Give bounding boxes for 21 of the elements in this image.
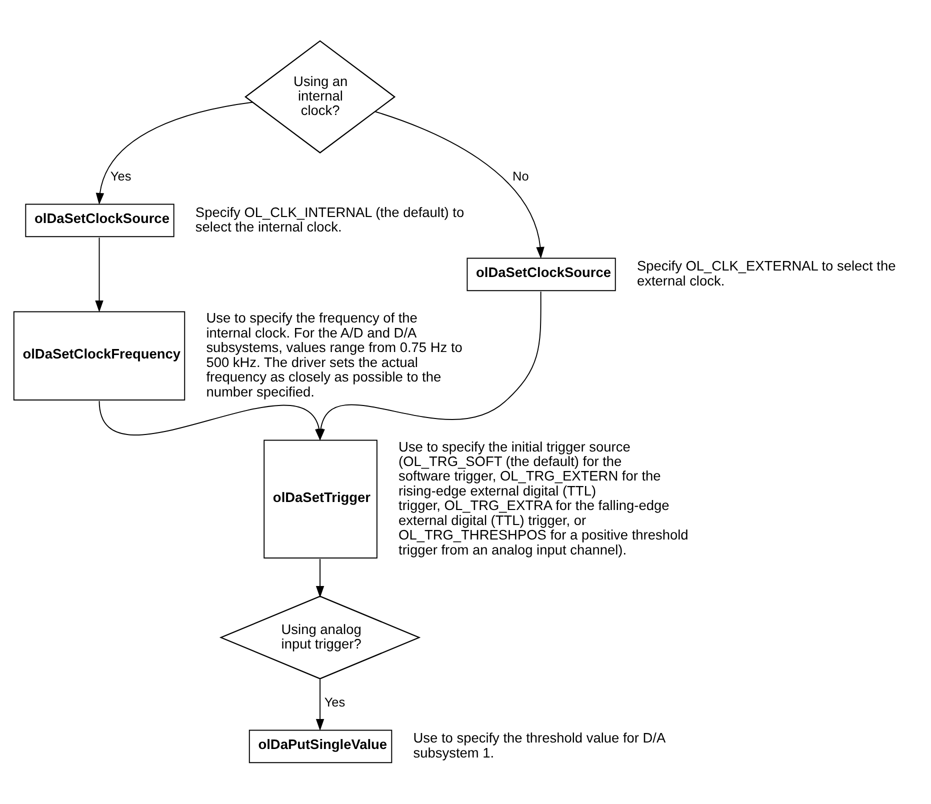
node-label: Specify OL_CLK_EXTERNAL to select the external clock.	[636, 258, 896, 288]
arrow	[96, 101, 254, 204]
node-label: Specify OL_CLK_INTERNAL (the default) to select the internal clock.	[195, 204, 464, 234]
node-box: olDaSetClockSource	[466, 257, 616, 291]
arrow	[374, 110, 544, 258]
edge-label: Yes	[110, 168, 132, 184]
node-box: olDaSetClockFrequency	[13, 310, 186, 400]
node-label: Use to specify the frequency of the internal clock. For the A/D and D/A subsystems, values range from 0.75 Hz to 500 kHz. The driver sets the actual frequency as closely as possible to the number specified.	[206, 310, 462, 399]
arrow	[316, 558, 324, 598]
node-label: Use to specify the threshold value for D/A subsystem 1.	[413, 730, 666, 760]
edge-label: Yes	[324, 694, 346, 710]
node-diamond: Using an internal clock?	[244, 40, 396, 154]
node-box: olDaSetClockSource	[25, 203, 174, 237]
node-box: olDaSetTrigger	[264, 439, 378, 558]
arrow	[316, 290, 542, 440]
arrow	[316, 678, 324, 730]
arrow	[95, 236, 104, 312]
node-label: Use to specify the initial trigger source (OL_TRG_SOFT (the default) for the software trigger, OL_TRG_EXTERN for the rising-edge external digital (TTL) trigger, OL_TRG_EXTRA for the falling-edge external digital (TTL) trigger, or OL_TRG_THRESHPOS for a positive threshold trigger from an analog input channel).	[398, 438, 688, 557]
node-diamond: Using analog input trigger?	[219, 595, 421, 679]
node-box: olDaPutSingleValue	[248, 729, 392, 763]
edge-label: No	[512, 168, 529, 184]
